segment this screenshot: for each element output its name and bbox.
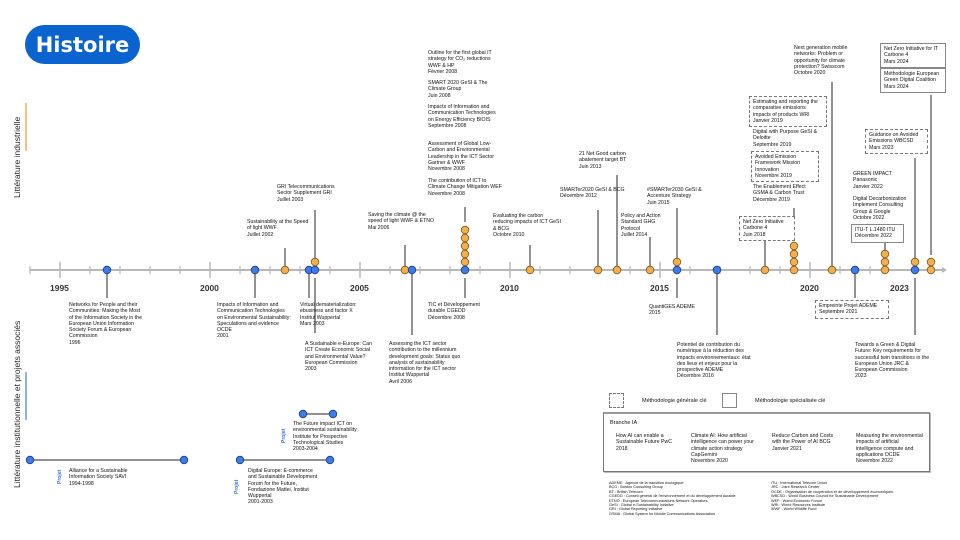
legend-dashed-swatch <box>609 393 624 408</box>
project-entry: The Future impact ICT on environmental s… <box>293 421 357 453</box>
year-label-1995: 1995 <box>50 283 69 293</box>
year-label-2000: 2000 <box>200 283 219 293</box>
institution-entry: Networks for People and their Communitie… <box>69 302 142 346</box>
ai-branch-entry: Reduce Carbon and Costs with the Power o… <box>772 433 834 452</box>
project-tag: Projet <box>57 469 63 484</box>
project-entry: Alliance for a Sustainable Information S… <box>69 468 128 487</box>
ai-branch-panel: Branche IA How AI can enable a Sustainab… <box>603 412 930 472</box>
page-title: Histoire <box>25 25 140 64</box>
industry-entry: Outline for the first global IT strategy… <box>428 50 492 75</box>
institution-entry: A Sustainable e-Europe: Can ICT Create E… <box>305 341 372 373</box>
institution-entry: Assessing the ICT sector contribution to… <box>389 341 461 385</box>
industry-entry: The Enablement Effect GSMA & Carbon Trus… <box>753 184 806 203</box>
industry-entry: The contribution of ICT to Climate Chang… <box>428 178 502 197</box>
industry-entry-specialized-methodology: Méthodologie European Green Digital Coal… <box>880 68 946 93</box>
year-label-2020: 2020 <box>800 283 819 293</box>
project-entry: Digital Europe: E-commerce and Sustainab… <box>248 468 318 506</box>
industry-entry: Evaluating the carbon reducing impacts o… <box>493 213 561 238</box>
industry-entry: Next generation mobile networks: Problem… <box>794 45 848 77</box>
institution-section-bar <box>25 372 27 420</box>
project-tag: Projet <box>234 479 240 494</box>
year-label-2015: 2015 <box>650 283 669 293</box>
year-label-2023: 2023 <box>890 283 909 293</box>
institution-entry: Impacts of Information and Communication… <box>217 302 291 340</box>
year-label-2005: 2005 <box>350 283 369 293</box>
institution-entry: Virtual dematerialization: ebusiness and… <box>300 302 357 327</box>
industry-entry: Digital Decarbonization Implement Consul… <box>853 196 907 221</box>
industry-entry: Impacts of Information and Communication… <box>428 104 496 129</box>
industry-entry: Saving the climate @ the speed of light … <box>368 212 435 231</box>
ai-branch-title: Branche IA <box>610 420 638 426</box>
ai-branch-entry: How AI can enable a Sustainable Future P… <box>616 433 672 452</box>
industry-entry-general-methodology: Avoided Emission Framework Mission Innov… <box>751 151 819 183</box>
institution-entry: Potentiel de contribution du numérique à… <box>677 342 751 380</box>
legend-general: Méthodologie générale clé <box>609 393 707 408</box>
industry-section-bar <box>25 103 27 151</box>
year-label-2010: 2010 <box>500 283 519 293</box>
legend-general-label: Méthodologie générale clé <box>642 397 707 404</box>
project-tag: Projet <box>281 428 287 443</box>
legend-solid-swatch <box>722 393 737 408</box>
institution-entry: Towards a Green & Digital Future: Key re… <box>855 342 930 380</box>
industry-entry: GRI Telecommunications Sector Supplement… <box>277 184 335 203</box>
legend-specialized: Méthodologie spécialisée clé <box>722 393 825 408</box>
ai-branch-entry: Climate AI: How artificial intelligence … <box>691 433 754 465</box>
abbreviations-left: ADEME : Agence de la transition écologiq… <box>609 481 736 516</box>
industry-entry-general-methodology: Estimating and reporting the comparative… <box>749 96 827 128</box>
industry-entry: Sustainability at the Speed of light WWF… <box>247 219 309 238</box>
ai-branch-entry: Measuring the environmental impacts of a… <box>856 433 923 465</box>
industry-entry: Assessment of Global Low-Carbon and Envi… <box>428 141 494 173</box>
legend-specialized-label: Méthodologie spécialisée clé <box>755 397 826 404</box>
